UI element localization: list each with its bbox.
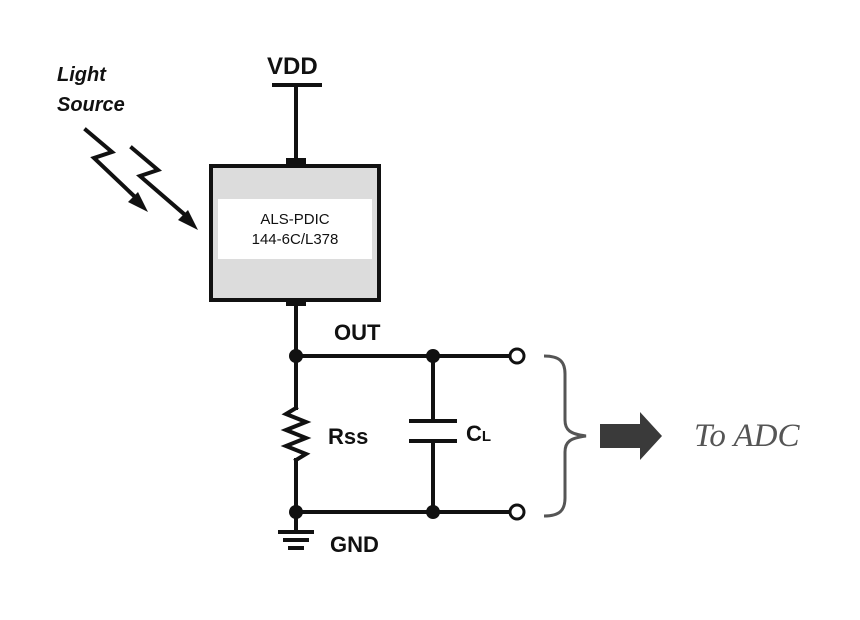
out-pin [286,298,306,306]
to-adc-label: To ADC [694,418,800,454]
light-ray-icon [83,127,148,212]
out-terminal [508,347,526,365]
vdd-label: VDD [267,53,318,80]
chip-name-line2: 144-6C/L378 [252,231,339,248]
light-ray-icon [129,145,198,230]
resistor-symbol [280,405,312,463]
light-source-label-line2: Source [57,94,125,116]
chip-name-line1: ALS-PDIC [260,211,329,228]
light-source-label-line1: Light [57,64,107,86]
cl-label: CL [466,421,491,446]
arrow-right-icon [600,412,662,460]
out-label: OUT [334,320,381,345]
ground-icon [278,510,314,550]
gnd-node-dot [426,505,440,519]
brace-icon [543,354,587,518]
sensor-chip-window [218,199,372,259]
gnd-label: GND [330,532,379,557]
rss-label: Rss [328,424,368,449]
vdd-pin [286,158,306,166]
gnd-terminal [508,503,526,521]
